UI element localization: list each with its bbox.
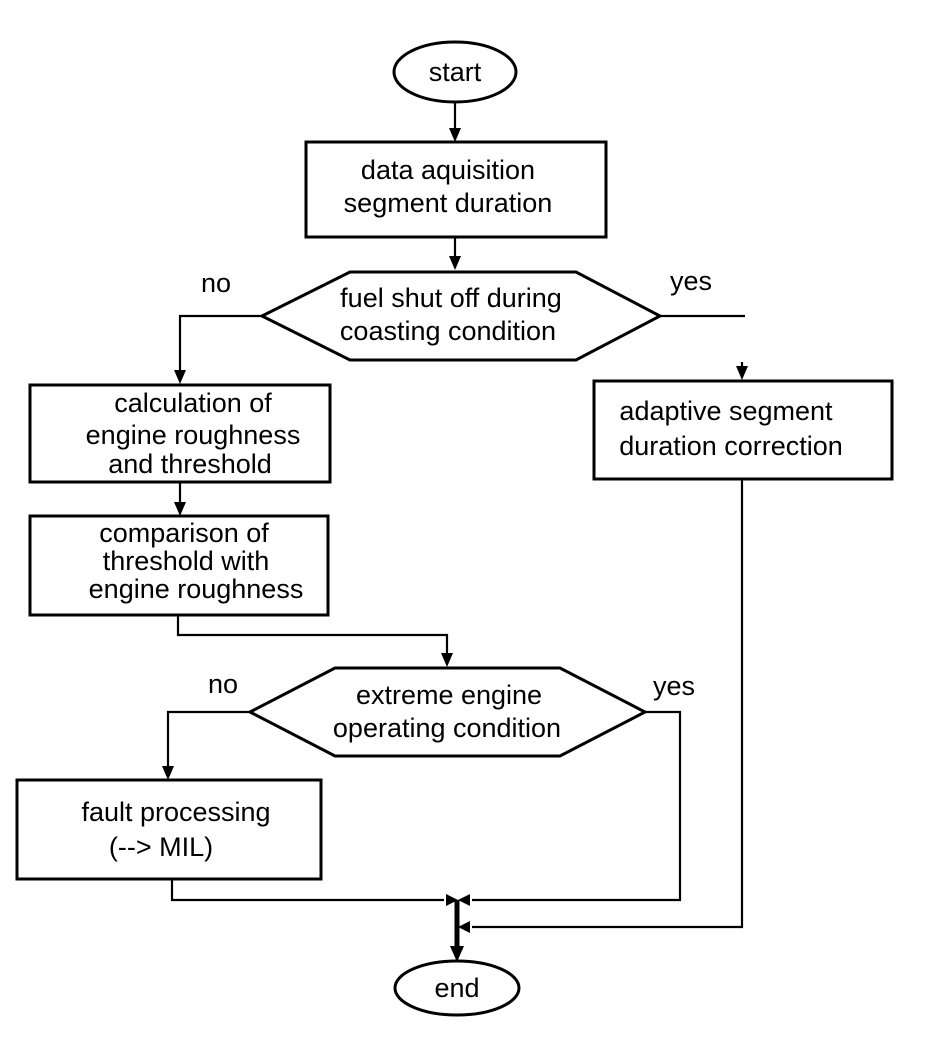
calculation-line-3: and threshold xyxy=(108,449,272,479)
fault-box: fault processing (--> MIL) xyxy=(15,778,323,881)
end-label: end xyxy=(434,973,479,1003)
acquisition-line-2: segment duration xyxy=(344,188,553,218)
adaptive-line-2: duration correction xyxy=(619,431,843,461)
acquisition-line-1: data aquisition xyxy=(361,155,535,185)
arrowhead-acquisition xyxy=(449,128,461,142)
adaptive-box: adaptive segment duration correction xyxy=(592,379,894,481)
arrowhead-fuel-decision xyxy=(449,256,461,270)
fuel-decision-line-2: coasting condition xyxy=(340,316,556,346)
extreme-decision: extreme engine operating condition no ye… xyxy=(208,666,695,758)
arrowhead-extreme-decision xyxy=(441,653,453,667)
fuel-decision: fuel shut off during coasting condition … xyxy=(201,266,712,362)
adaptive-rect xyxy=(592,379,894,481)
acquisition-rect xyxy=(304,140,608,239)
fuel-decision-yes-label: yes xyxy=(670,266,712,296)
comparison-line-1: comparison of xyxy=(99,518,269,548)
extreme-decision-line-2: operating condition xyxy=(333,713,561,743)
connector-fuel-no-to-calculation xyxy=(178,314,262,372)
extreme-decision-yes-label: yes xyxy=(653,671,695,701)
fuel-decision-line-1: fuel shut off during xyxy=(340,283,562,313)
end-ellipse xyxy=(393,959,521,1017)
fault-line-2: (--> MIL) xyxy=(109,832,213,862)
start-ellipse xyxy=(392,40,518,104)
acquisition-box: data aquisition segment duration xyxy=(304,140,608,239)
extreme-decision-no-label: no xyxy=(208,669,238,699)
adaptive-line-1: adaptive segment xyxy=(619,396,833,426)
comparison-line-3: engine roughness xyxy=(89,574,304,604)
extreme-decision-line-1: extreme engine xyxy=(356,680,542,710)
calculation-line-2: engine roughness xyxy=(86,420,301,450)
end-terminal: end xyxy=(393,959,521,1017)
arrowhead-merge-extreme xyxy=(458,894,470,906)
comparison-rect xyxy=(28,514,330,617)
extreme-decision-hexagon xyxy=(246,666,649,758)
start-label: start xyxy=(429,57,482,87)
arrowhead-merge-adaptive xyxy=(458,921,470,933)
connectors xyxy=(162,102,748,962)
connector-fault-to-merge xyxy=(170,878,444,902)
calculation-line-1: calculation of xyxy=(114,388,272,418)
arrowhead-calculation xyxy=(174,370,186,384)
arrowhead-end xyxy=(450,946,464,962)
calculation-box: calculation of engine roughness and thre… xyxy=(28,383,332,484)
connector-extreme-yes-to-merge xyxy=(472,710,682,902)
arrowhead-adaptive xyxy=(736,366,748,380)
fault-line-1: fault processing xyxy=(81,797,270,827)
fuel-decision-no-label: no xyxy=(201,268,231,298)
connector-adaptive-to-merge xyxy=(472,480,744,929)
connector-extreme-no-to-fault xyxy=(166,710,250,768)
connector-comparison-to-extreme xyxy=(176,616,449,655)
arrowhead-merge-fault xyxy=(446,894,458,906)
arrowhead-comparison xyxy=(174,502,186,516)
arrowhead-fault xyxy=(162,766,174,780)
fuel-decision-hexagon xyxy=(258,270,664,362)
comparison-box: comparison of threshold with engine roug… xyxy=(28,514,330,617)
calculation-rect xyxy=(28,383,332,484)
start-terminal: start xyxy=(392,40,518,104)
fault-rect xyxy=(15,778,323,881)
comparison-line-2: threshold with xyxy=(103,546,270,576)
